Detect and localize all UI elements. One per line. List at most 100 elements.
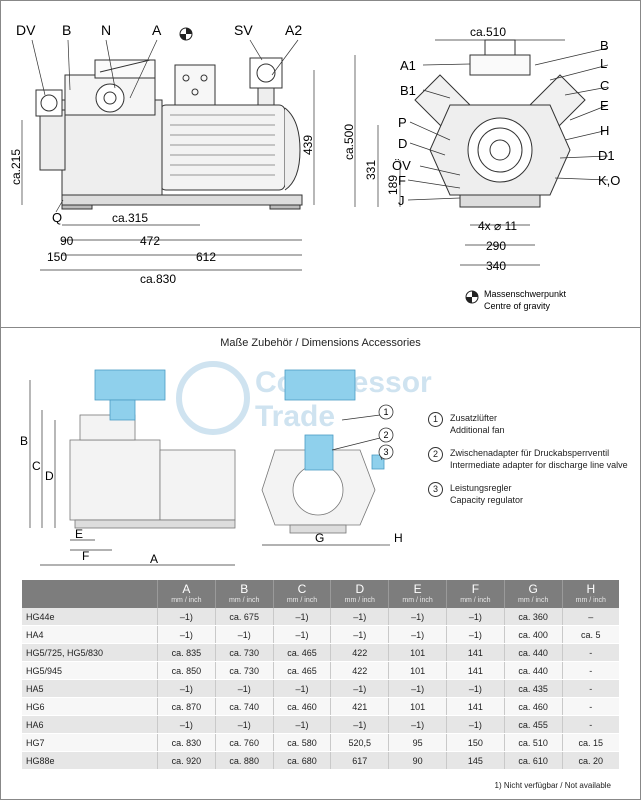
dim-439: 439 [301,135,315,155]
legend-num: 1 [428,412,443,427]
table-cell: –1) [330,679,389,698]
legend-en: Capacity regulator [450,495,524,505]
dim-290: 290 [486,239,506,253]
label-d1: D1 [598,148,615,163]
table-cell: 617 [330,751,389,770]
label-dv: DV [16,22,36,38]
table-cell: ca. 740 [214,697,274,716]
table-cell: ca. 830 [157,733,216,752]
table-cell-model: HA5 [22,679,158,698]
table-footnote: 1) Nicht verfügbar / Not available [494,781,612,790]
table-cell: ca. 455 [503,715,563,734]
table-row: HA6–1)–1)–1)–1)–1)–1)ca. 455- [22,715,619,734]
section-divider [0,327,641,328]
table-cell: - [561,679,619,698]
table-cell: ca. 360 [503,608,563,626]
table-cell: ca. 580 [272,733,331,752]
label-p: P [398,115,407,130]
acc-dim-h: H [394,531,403,545]
legend-item: 1 Zusatzlüfter Additional fan [428,412,638,436]
table-cell: ca. 435 [503,679,563,698]
centre-of-gravity-icon [179,27,193,41]
acc-dim-e: E [75,527,83,541]
accessories-legend: 1 Zusatzlüfter Additional fan 2 Zwischen… [428,412,638,517]
dim-holes: 4x ⌀ 11 [478,219,517,233]
dim-830: ca.830 [140,272,176,286]
table-cell: –1) [272,715,331,734]
table-cell: ca. 835 [157,643,216,662]
gravity-label-de: Massenschwerpunkt [484,289,567,299]
table-cell: ca. 15 [561,733,619,752]
table-cell: –1) [330,625,389,644]
table-cell: –1) [330,608,389,626]
table-cell-model: HG5/725, HG5/830 [22,643,158,662]
table-cell: –1) [388,625,447,644]
acc-dim-g: G [315,531,324,545]
table-cell: 95 [388,733,447,752]
label-d: D [398,136,407,151]
table-cell-model: HG44e [22,608,158,626]
table-cell: –1) [272,608,331,626]
table-cell: ca. 465 [272,661,331,680]
label-h: H [600,123,609,138]
table-cell: ca. 920 [157,751,216,770]
legend-num: 2 [428,447,443,462]
table-cell-model: HA6 [22,715,158,734]
dim-510: ca.510 [470,25,506,39]
table-cell: ca. 440 [503,643,563,662]
legend-en: Additional fan [450,425,505,435]
table-cell: 101 [388,697,447,716]
table-cell: ca. 5 [561,625,619,644]
table-cell: 422 [330,643,389,662]
label-sv: SV [234,22,253,38]
dim-472: 472 [140,234,160,248]
table-cell: ca. 400 [503,625,563,644]
label-b: B [62,22,71,38]
dim-340: 340 [486,259,506,273]
table-cell: 141 [445,697,505,716]
dim-150: 150 [47,250,67,264]
table-cell: –1) [388,679,447,698]
table-cell-model: HA4 [22,625,158,644]
accessories-drawing: B C D E F A G H 1 2 3 [20,369,403,566]
acc-dim-f: F [82,549,89,563]
table-cell: 141 [445,661,505,680]
side-view-drawing: DV B N A SV A2 Q ca.215 439 ca.315 90 47… [9,22,315,286]
table-cell: ca. 730 [214,661,274,680]
dim-315: ca.315 [112,211,148,225]
label-n: N [101,22,111,38]
table-row: HA5–1)–1)–1)–1)–1)–1)ca. 435- [22,679,619,698]
table-cell: –1) [272,625,331,644]
table-cell: –1) [157,608,216,626]
table-cell: –1) [214,625,274,644]
table-cell-model: HG88e [22,751,158,770]
table-cell: –1) [388,715,447,734]
table-cell: 520,5 [330,733,389,752]
label-a2: A2 [285,22,302,38]
callout-3: 3 [383,447,388,457]
table-cell: - [561,715,619,734]
table-header-model [22,580,158,608]
table-cell: ca. 880 [214,751,274,770]
legend-en: Intermediate adapter for discharge line … [450,460,628,470]
label-a1: A1 [400,58,416,73]
table-cell: ca. 510 [503,733,563,752]
dim-189: 189 [386,175,400,195]
legend-item: 2 Zwischenadapter für Druckabsperrventil… [428,447,638,471]
table-cell: –1) [330,715,389,734]
table-cell: 141 [445,643,505,662]
table-cell: ca. 465 [272,643,331,662]
table-cell: ca. 680 [272,751,331,770]
